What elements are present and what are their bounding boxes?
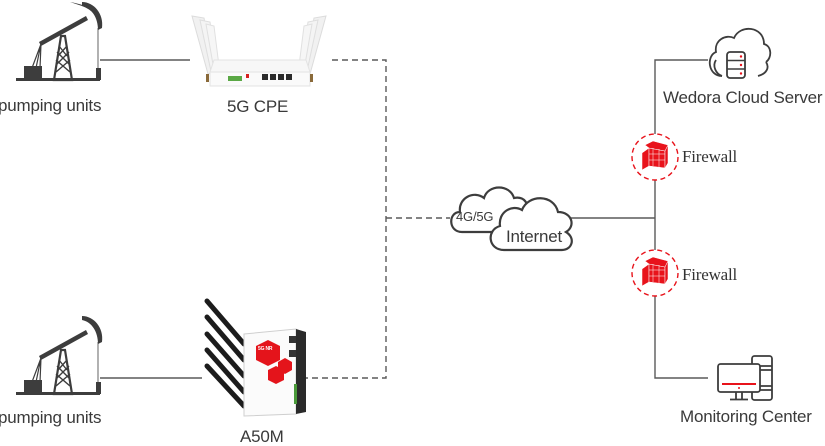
mobile-network-label: 4G/5G [456,209,494,224]
link-cpe-to-internet-dashed [306,59,387,379]
monitoring-center-label: Monitoring Center [680,407,812,426]
monitoring-center-icon [717,355,773,401]
firewall-top-label: Firewall [682,147,738,166]
firewall-icon [631,133,679,181]
internet-label: Internet [506,227,563,246]
a50m-badge: 5G NR [258,346,273,352]
pumping-unit-icon [16,316,103,396]
cloud-server-icon [708,28,772,79]
a50m-label: A50M [240,427,284,446]
pumping-unit-bottom-label: pumping units [0,408,102,427]
internet-cloud-icon [489,197,573,252]
link-backbone-vertical [654,59,708,379]
firewall-icon [631,249,679,297]
cloud-server-label: Wedora Cloud Server [663,88,823,107]
a50m-router-icon [204,298,306,417]
connection-lines [100,59,708,379]
pumping-unit-top-label: pumping units [0,96,102,115]
firewall-bottom-label: Firewall [682,265,738,284]
cpe-router-icon [191,15,327,87]
pumping-unit-icon [16,2,103,82]
cpe-label: 5G CPE [227,97,289,116]
